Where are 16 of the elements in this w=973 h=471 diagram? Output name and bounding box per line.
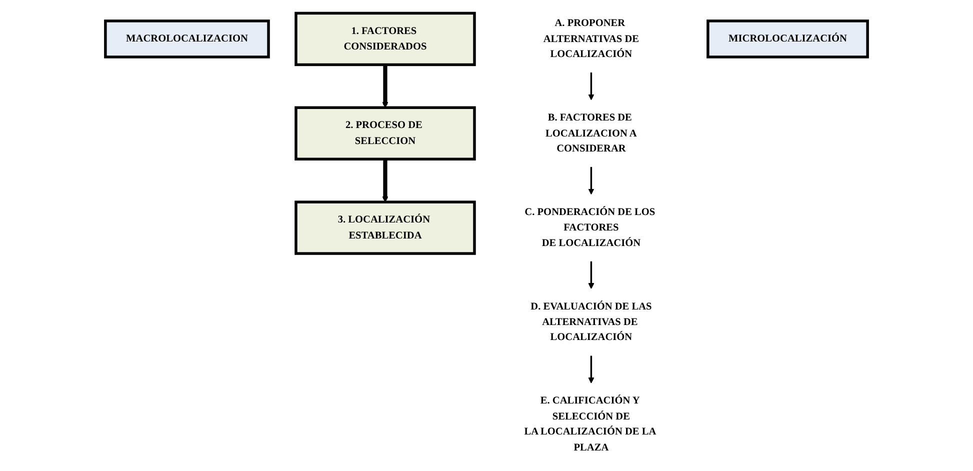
node-text: A. PROPONER ALTERNATIVAS DE LOCALIZACIÓN (543, 18, 640, 60)
node-text: C. PONDERACIÓN DE LOS FACTORES DE LOCALIZACIÓN (524, 206, 656, 249)
node-text: E. CALIFICACIÓN Y SELECCIÓN DE LA LOCALIZACIÓN DE LA PLAZA (524, 395, 656, 453)
node-text: D. EVALUACIÓN DE LAS ALTERNATIVAS DE LOCALIZACIÓN (530, 301, 652, 343)
node-box: 2. PROCESO DE SELECCION (294, 106, 476, 160)
arrow (588, 166, 594, 195)
node-text: B. FACTORES DE LOCALIZACION A CONSIDERAR (546, 112, 637, 154)
node-box: MACROLOCALIZACION (104, 20, 270, 58)
arrow (588, 72, 594, 100)
node-box: 1. FACTORES CONSIDERADOS (294, 12, 476, 66)
node-box: 3. LOCALIZACIÓN ESTABLECIDA (294, 200, 476, 255)
arrow (588, 356, 594, 384)
arrow (382, 159, 388, 202)
arrow (382, 64, 388, 108)
node-box: MICROLOCALIZACIÓN (706, 20, 869, 58)
arrow (588, 261, 594, 289)
